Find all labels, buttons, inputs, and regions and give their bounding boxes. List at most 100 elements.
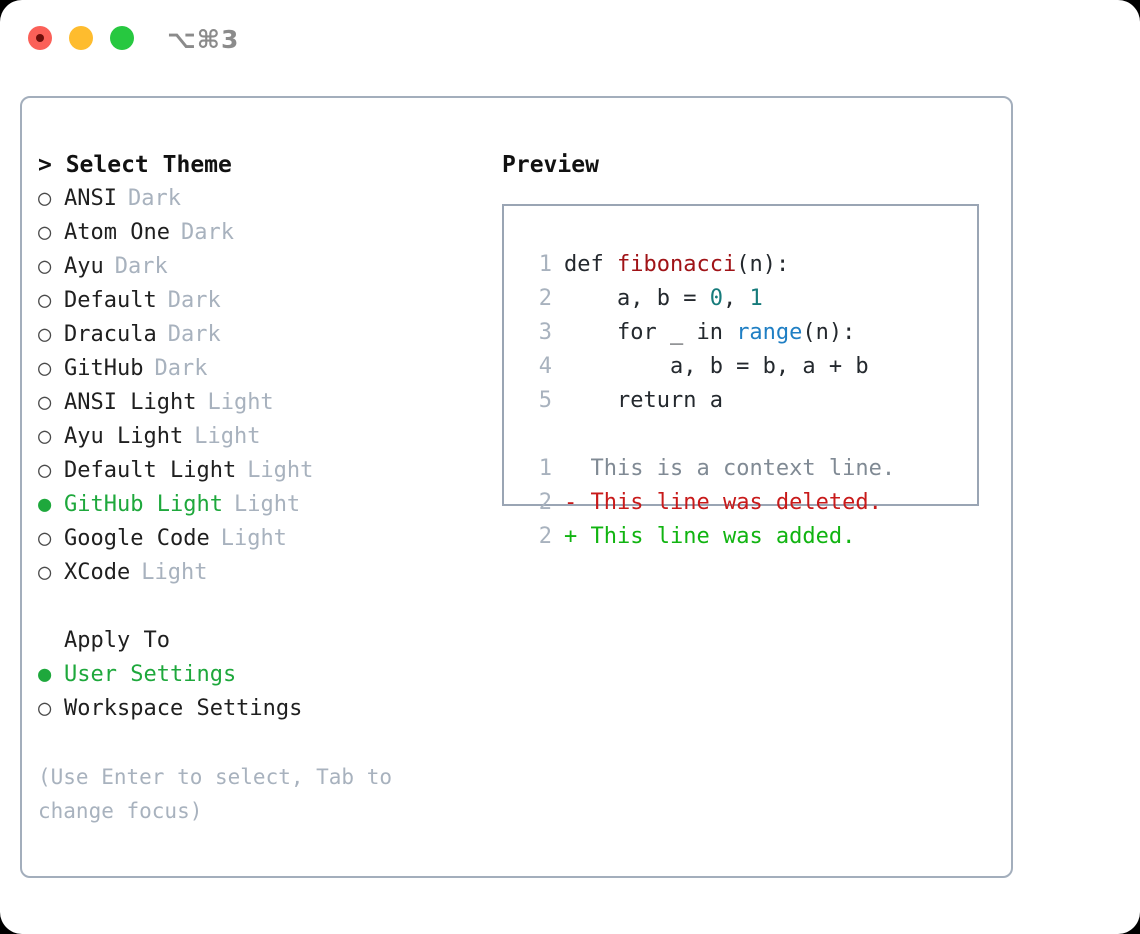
radio-selected-icon: ●: [38, 662, 52, 687]
radio-selected-icon: ●: [38, 492, 52, 517]
select-theme-heading: > Select Theme: [38, 152, 232, 178]
theme-option-github-light[interactable]: ● GitHub Light Light: [38, 488, 488, 522]
code-line: 5 return a: [524, 384, 964, 418]
radio-unselected-icon: ○: [38, 458, 52, 483]
theme-option-default-light[interactable]: ○ Default Light Light: [38, 454, 488, 488]
theme-variant-tag: Light: [247, 458, 314, 483]
code-token-plain: (n):: [736, 252, 790, 277]
code-token-num: 0: [709, 286, 723, 311]
diff-block: 1 This is a context line.2- This line wa…: [524, 452, 964, 554]
code-token-plain: return a: [564, 388, 723, 413]
diff-line-text: This is a context line.: [590, 456, 896, 481]
code-diff-separator: [524, 418, 964, 452]
radio-unselected-icon: ○: [38, 322, 52, 347]
theme-option-label: Default Light: [64, 458, 237, 483]
theme-option-label: Ayu: [64, 254, 104, 279]
maximize-window-button[interactable]: [110, 26, 134, 50]
radio-unselected-icon: ○: [38, 186, 52, 211]
code-line-number: 2: [538, 286, 552, 311]
diff-line-text: This line was deleted.: [590, 490, 882, 515]
theme-option-label: ANSI: [64, 186, 117, 211]
theme-option-label: XCode: [64, 560, 131, 585]
code-line-text: def fibonacci(n):: [564, 248, 789, 282]
keyboard-shortcut-label: ⌥⌘3: [167, 25, 240, 54]
traffic-light-buttons: [28, 26, 134, 50]
code-line: 4 a, b = b, a + b: [524, 350, 964, 384]
code-token-plain: a, b =: [564, 286, 710, 311]
theme-variant-tag: Light: [207, 390, 274, 415]
code-line-number: 5: [538, 388, 552, 413]
radio-unselected-icon: ○: [38, 288, 52, 313]
code-token-fn: fibonacci: [616, 252, 737, 277]
code-token-plain: (n):: [802, 320, 856, 345]
theme-option-label: Dracula: [64, 322, 157, 347]
apply-to-option-user-settings[interactable]: ● User Settings: [38, 658, 488, 692]
code-token-plain: for _ in: [564, 320, 737, 345]
theme-option-label: ANSI Light: [64, 390, 197, 415]
theme-variant-tag: Light: [233, 492, 301, 517]
theme-option-label: Google Code: [64, 526, 210, 551]
diff-line-add: 2 + This line was added.: [524, 520, 964, 554]
apply-to-heading-row: Apply To: [38, 624, 488, 658]
diff-line-text: This line was added.: [590, 524, 856, 549]
diff-line-number: 2: [538, 524, 552, 549]
theme-option-label: GitHub Light: [64, 492, 223, 517]
preview-pane: Preview: [502, 148, 1002, 182]
apply-to-option-workspace-settings[interactable]: ○Workspace Settings: [38, 692, 488, 726]
apply-to-option-label: User Settings: [64, 662, 237, 687]
theme-variant-tag: Light: [141, 560, 208, 585]
diff-sign: +: [564, 524, 591, 549]
radio-unselected-icon: ○: [38, 220, 52, 245]
theme-option-label: GitHub: [64, 356, 144, 381]
theme-option-ansi[interactable]: ○ ANSI Dark: [38, 182, 488, 216]
title-bar: ⌥⌘3: [0, 0, 1140, 78]
code-line: 3 for _ in range(n):: [524, 316, 964, 350]
theme-variant-tag: Dark: [127, 186, 181, 211]
apply-to-option-label: Workspace Settings: [64, 696, 303, 721]
theme-variant-tag: Dark: [167, 322, 221, 347]
code-token-call: range: [736, 320, 803, 345]
theme-option-dracula[interactable]: ○ Dracula Dark: [38, 318, 488, 352]
close-window-button[interactable]: [28, 26, 52, 50]
minimize-window-button[interactable]: [69, 26, 93, 50]
theme-option-label: Default: [64, 288, 157, 313]
code-line-text: a, b = b, a + b: [564, 350, 869, 384]
theme-option-label: Ayu Light: [64, 424, 184, 449]
code-token-plain: def: [564, 252, 617, 277]
code-line: 2 a, b = 0, 1: [524, 282, 964, 316]
code-line-text: for _ in range(n):: [564, 316, 855, 350]
theme-variant-tag: Light: [194, 424, 261, 449]
keyboard-hint-text: (Use Enter to select, Tab to change focu…: [38, 765, 405, 823]
theme-option-label: Atom One: [64, 220, 170, 245]
diff-sign: [564, 452, 591, 486]
diff-sign: -: [564, 490, 591, 515]
code-line-number: 3: [538, 320, 552, 345]
diff-line-del: 2- This line was deleted.: [524, 486, 964, 520]
apply-to-heading-label: Apply To: [64, 628, 170, 653]
theme-variant-tag: Dark: [180, 220, 234, 245]
diff-line-ctx: 1 This is a context line.: [524, 452, 964, 486]
section-spacer: [38, 590, 488, 624]
code-line-text: return a: [564, 384, 723, 418]
code-token-num: 1: [749, 286, 763, 311]
theme-variant-tag: Dark: [154, 356, 208, 381]
theme-option-atom-one[interactable]: ○ Atom One Dark: [38, 216, 488, 250]
theme-variant-tag: Light: [220, 526, 287, 551]
apply-to-option-list[interactable]: ● User Settings ○Workspace Settings: [38, 658, 488, 726]
radio-unselected-icon: ○: [38, 254, 52, 279]
